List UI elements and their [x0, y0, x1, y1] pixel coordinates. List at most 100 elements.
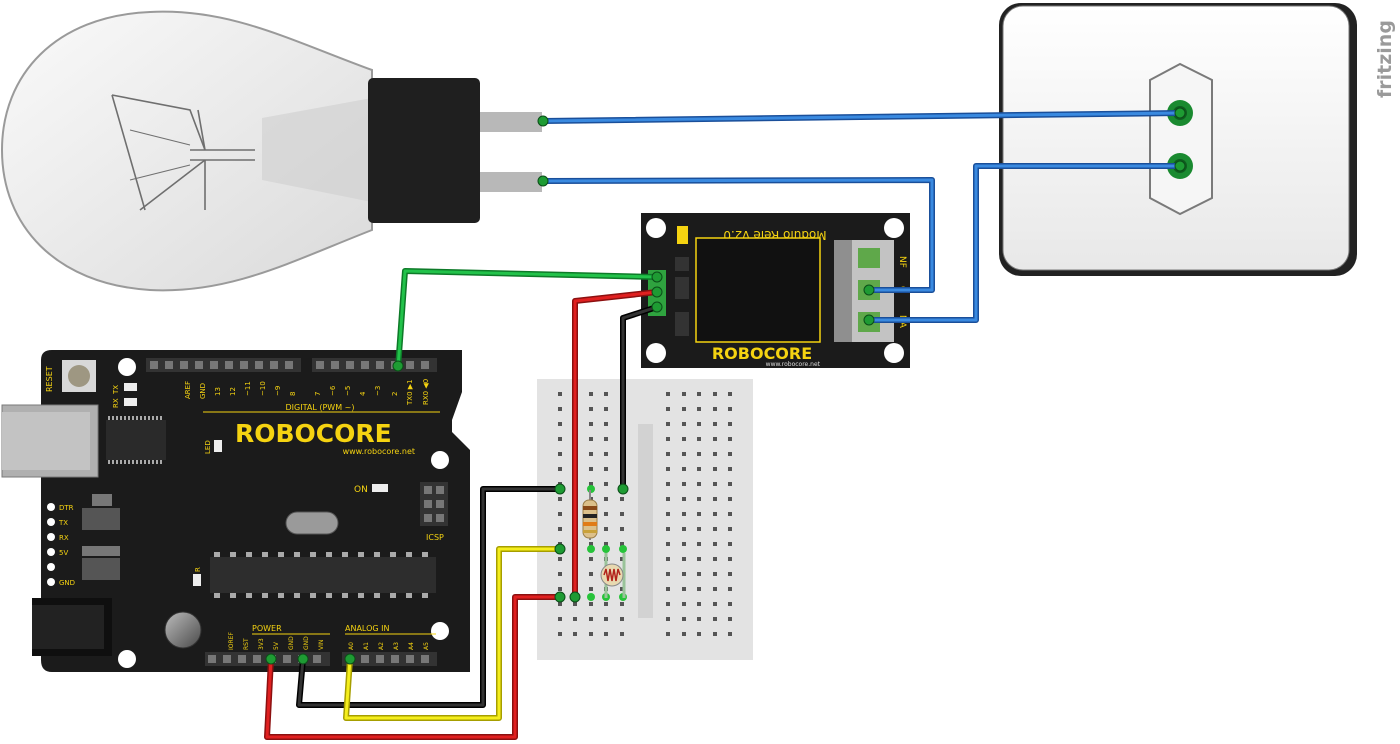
chip-pin: [152, 416, 154, 420]
digital-pin-label: ~9: [274, 386, 282, 396]
breadboard-hole: [589, 602, 593, 606]
breadboard-hole: [713, 452, 717, 456]
chip-pin: [246, 593, 252, 598]
chip-pin: [326, 593, 332, 598]
r-label: R: [194, 567, 202, 572]
header-pin: [421, 361, 429, 369]
breadboard-hole: [573, 632, 577, 636]
header-pin: [391, 655, 399, 663]
breadboard-hole: [558, 572, 562, 576]
breadboard-hole: [620, 512, 624, 516]
breadboard-hole: [713, 527, 717, 531]
breadboard-hole: [713, 467, 717, 471]
header-pin: [223, 655, 231, 663]
breadboard-hole: [620, 632, 624, 636]
breadboard-hole: [620, 527, 624, 531]
resistor: [582, 490, 598, 540]
breadboard-hole: [604, 632, 608, 636]
chip-pin: [112, 416, 114, 420]
r-resistor: [193, 574, 201, 586]
breadboard-hole: [713, 602, 717, 606]
on-label: ON: [354, 485, 368, 495]
status-led-label: TX: [58, 519, 68, 527]
breadboard-hole: [604, 497, 608, 501]
breadboard-hole: [682, 452, 686, 456]
breadboard-hole: [589, 407, 593, 411]
breadboard-hole: [697, 497, 701, 501]
wire-endpoint: [617, 483, 629, 495]
breadboard-hole: [666, 467, 670, 471]
chip-pin: [132, 460, 134, 464]
breadboard-hole: [666, 527, 670, 531]
breadboard-hole: [728, 422, 732, 426]
digital-pin-label: ~10: [259, 381, 267, 396]
breadboard-hole: [713, 617, 717, 621]
chip-pin: [246, 552, 252, 557]
power-pin-label: GND: [288, 636, 295, 650]
chip-pin: [144, 460, 146, 464]
chip-pin: [136, 460, 138, 464]
chip-pin: [148, 416, 150, 420]
chip-pin: [230, 593, 236, 598]
header-pin: [255, 361, 263, 369]
on-led: [372, 484, 388, 492]
breadboard-hole: [666, 452, 670, 456]
breadboard-hole: [713, 422, 717, 426]
regulator-2: [82, 558, 120, 580]
breadboard-hole: [697, 632, 701, 636]
breadboard-hole: [682, 557, 686, 561]
breadboard-hole: [682, 392, 686, 396]
breadboard-hole: [666, 557, 670, 561]
chip-pin: [406, 552, 412, 557]
breadboard-hole: [666, 512, 670, 516]
chip-pin: [342, 552, 348, 557]
analog-label: ANALOG IN: [345, 624, 390, 633]
breadboard-hole: [666, 407, 670, 411]
chip-pin: [144, 416, 146, 420]
watermark: fritzing: [1374, 20, 1396, 98]
status-led: [47, 548, 55, 556]
breadboard-hole: [682, 632, 686, 636]
breadboard-hole: [728, 497, 732, 501]
chip-pin: [152, 460, 154, 464]
chip-pin: [128, 416, 130, 420]
header-pin: [195, 361, 203, 369]
chip-pin: [310, 593, 316, 598]
header-pin: [421, 655, 429, 663]
breadboard-hole: [604, 617, 608, 621]
chip-pin: [124, 416, 126, 420]
breadboard-hole: [666, 602, 670, 606]
breadboard-hole: [697, 572, 701, 576]
chip-pin: [214, 552, 220, 557]
bulb-terminal-bottom: [480, 172, 542, 192]
breadboard-hole: [589, 617, 593, 621]
breadboard-hole: [697, 542, 701, 546]
wires: [264, 110, 1183, 740]
chip-pin: [160, 460, 162, 464]
chip-pin: [108, 460, 110, 464]
breadboard-hole: [620, 542, 624, 546]
status-led-label: DTR: [59, 504, 74, 512]
breadboard-hole: [728, 407, 732, 411]
chip-pin: [112, 460, 114, 464]
relay-coil: [695, 237, 821, 343]
relay-brand: ROBOCORE: [712, 344, 812, 363]
breadboard-hole: [728, 542, 732, 546]
chip-pin: [374, 552, 380, 557]
photoresistor: [600, 553, 626, 598]
rx-label: RX: [112, 398, 120, 408]
digital-pin-label: 7: [314, 392, 322, 396]
breadboard-hole: [589, 437, 593, 441]
breadboard-hole: [604, 422, 608, 426]
chip-pin: [390, 552, 396, 557]
breadboard-hole: [589, 392, 593, 396]
breadboard-hole: [682, 602, 686, 606]
breadboard: [537, 379, 753, 660]
chip-pin: [120, 460, 122, 464]
status-led-label: RX: [59, 534, 69, 542]
breadboard-hole: [682, 482, 686, 486]
breadboard-hole: [558, 512, 562, 516]
wire-endpoint: [554, 483, 566, 495]
